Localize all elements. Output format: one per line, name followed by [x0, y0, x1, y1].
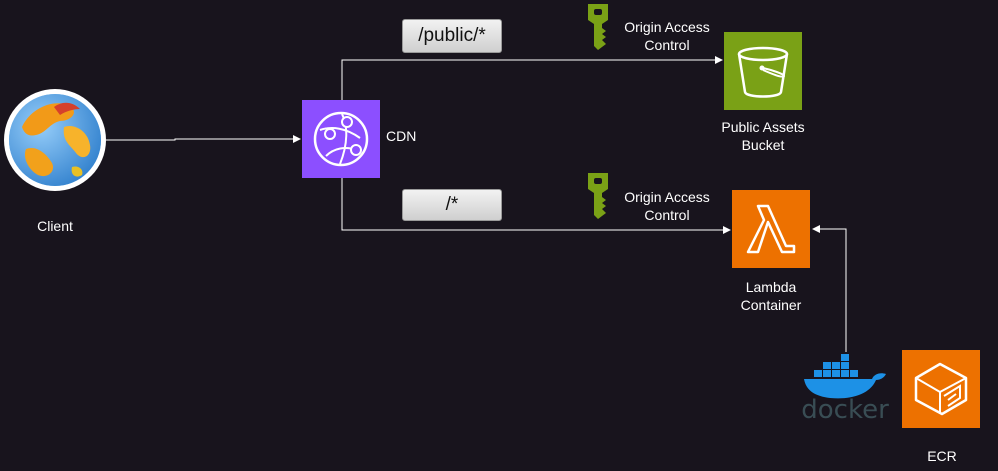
docker-to-lambda-arrow [812, 225, 847, 352]
cdn-icon[interactable] [302, 100, 380, 178]
lambda-label-line2: Container [740, 297, 802, 313]
client-label: Client [37, 218, 73, 234]
docker-wordmark: docker [801, 395, 889, 425]
cdn-to-lambda-arrow [341, 178, 731, 234]
client-globe-icon [2, 87, 108, 193]
oac-top-line1: Origin Access [624, 19, 710, 35]
cdn-label: CDN [386, 128, 417, 144]
client-to-cdn-arrow [106, 135, 301, 143]
key-icon [584, 2, 612, 52]
route-public-label: /public/* [402, 19, 502, 53]
lambda-icon[interactable] [732, 190, 810, 268]
lambda-label: Lambda Container [716, 278, 826, 314]
bucket-label-line1: Public Assets [721, 119, 805, 135]
ecr-label: ECR [927, 448, 957, 464]
oac-bottom-label: Origin Access Control [614, 188, 720, 224]
key-icon [584, 171, 612, 221]
docker-logo-icon [800, 352, 890, 400]
bucket-label-line2: Bucket [741, 137, 785, 153]
bucket-label: Public Assets Bucket [700, 118, 826, 154]
oac-bottom-line1: Origin Access [624, 189, 710, 205]
lambda-label-line1: Lambda [745, 279, 797, 295]
cdn-to-bucket-arrow [341, 56, 723, 100]
s3-bucket-icon[interactable] [724, 32, 802, 110]
ecr-icon[interactable] [902, 350, 980, 428]
oac-top-line2: Control [644, 37, 690, 53]
route-default-label: /* [402, 189, 502, 221]
oac-bottom-line2: Control [644, 207, 690, 223]
oac-top-label: Origin Access Control [614, 18, 720, 54]
